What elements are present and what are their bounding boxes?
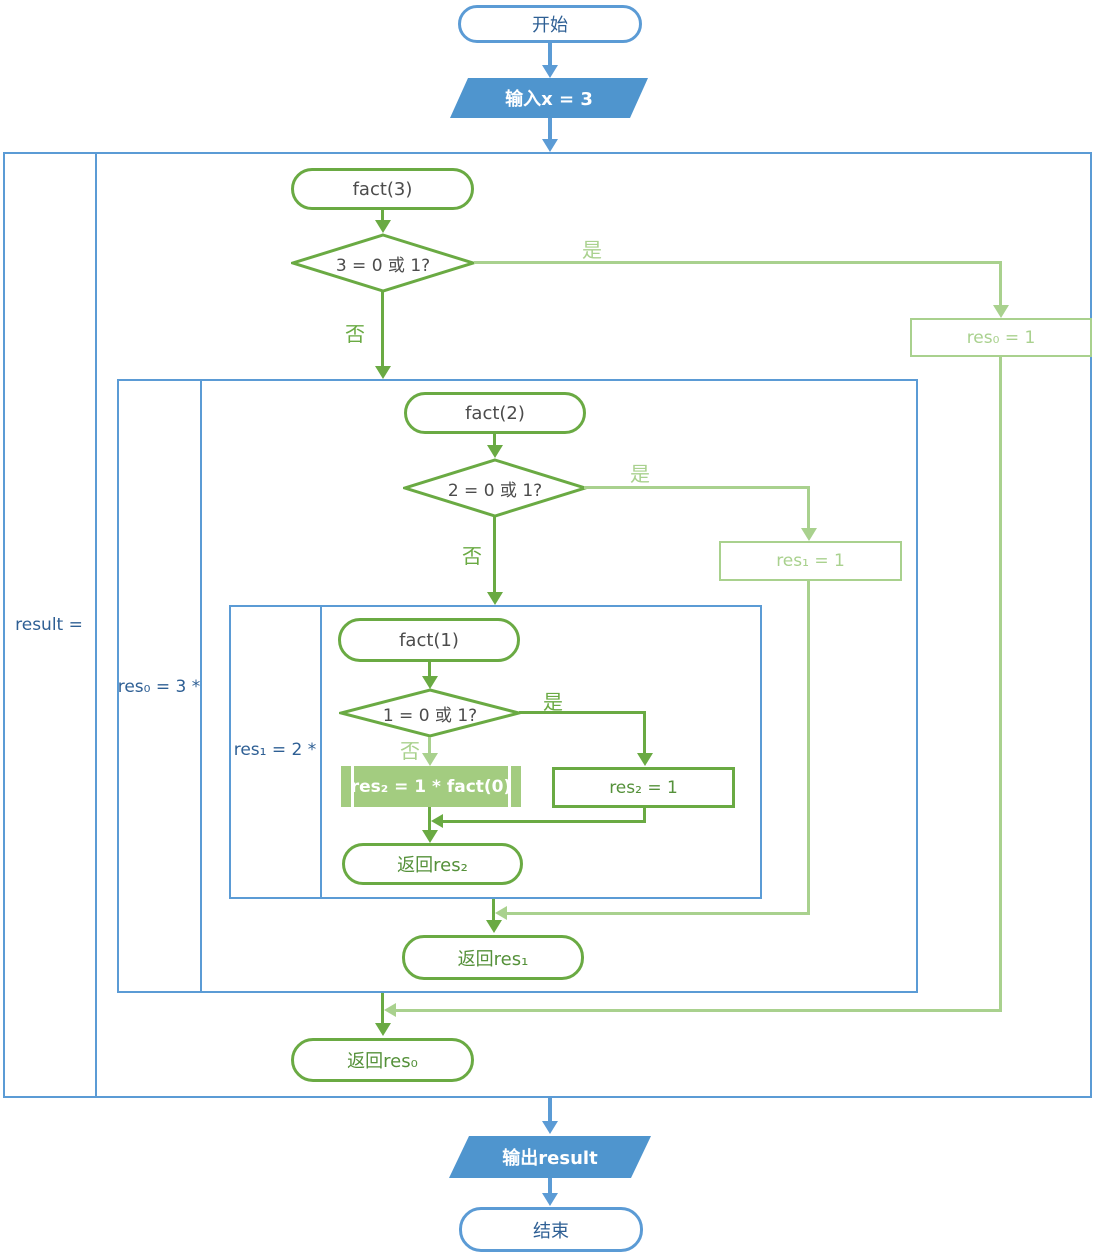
node-fact2: fact(2) [404, 392, 586, 434]
node-output-label: 输出result [502, 1148, 598, 1169]
node-res2-one: res₂ = 1 [552, 767, 735, 808]
connector-cond1-yes-v [643, 711, 646, 754]
arrowhead-into-cond1 [422, 676, 438, 689]
node-end: 结束 [459, 1207, 643, 1252]
decision-cond3-label: 3 = 0 或 1? [335, 255, 431, 276]
connector-output-end [548, 1178, 552, 1194]
connector-cond3-yes-v [999, 261, 1002, 306]
branch-no-1: 否 [462, 544, 482, 568]
node-start: 开始 [458, 5, 642, 43]
arrowhead-into-cond2 [487, 445, 503, 458]
node-return-res0: 返回res₀ [291, 1038, 474, 1082]
node-start-label: 开始 [532, 15, 568, 36]
arrowhead-into-return-res1 [486, 920, 502, 933]
node-res2-one-label: res₂ = 1 [609, 777, 678, 798]
connector-fact1-cond1 [428, 662, 431, 678]
frame-res1-label: res₁ = 2 * [233, 740, 317, 760]
node-fact2-label: fact(2) [465, 402, 525, 424]
arrowhead-into-end [542, 1193, 558, 1206]
node-end-label: 结束 [533, 1220, 569, 1242]
connector-start-input [548, 43, 552, 66]
node-return-res0-label: 返回res₀ [347, 1051, 418, 1072]
node-res1-one: res₁ = 1 [719, 541, 902, 581]
connector-input-frame [548, 118, 552, 140]
connector-res1-return-h [507, 912, 809, 915]
frame-res1-divider [320, 605, 322, 899]
connector-res0-return-h [396, 1009, 1001, 1012]
frame-res0 [117, 379, 918, 993]
branch-no-0: 否 [345, 322, 365, 346]
node-res0-one: res₀ = 1 [910, 318, 1092, 357]
decision-cond3-shape [291, 233, 475, 293]
subproc-bar-right [508, 766, 511, 807]
branch-yes-2: 是 [543, 690, 563, 714]
connector-cond3-yes-h [474, 261, 1002, 264]
frame-result-label: result = [15, 615, 83, 635]
node-input-label: 输入x = 3 [505, 89, 593, 110]
connector-frame-res0-exit [381, 993, 384, 1025]
connector-cond3-no [381, 292, 384, 367]
node-return-res1: 返回res₁ [402, 935, 584, 980]
frame-res1 [229, 605, 762, 899]
frame-res0-label: res₀ = 3 * [117, 677, 201, 697]
decision-cond1-label: 1 = 0 或 1? [382, 705, 478, 726]
branch-yes-0: 是 [582, 238, 602, 262]
node-return-res1-label: 返回res₁ [457, 948, 529, 970]
connector-frame-output [548, 1098, 552, 1122]
node-output: 输出result [449, 1136, 651, 1178]
arrowhead-into-frame-res0 [375, 366, 391, 379]
arrowhead-into-res0one [993, 305, 1009, 318]
arrowhead-into-input [542, 65, 558, 78]
arrowhead-into-output [542, 1121, 558, 1134]
arrowhead-res2-merge [431, 814, 443, 828]
arrowhead-res1-merge [495, 906, 507, 920]
connector-cond2-yes-v [807, 486, 810, 529]
arrowhead-into-return-res0 [375, 1023, 391, 1036]
arrowhead-into-return-res2 [422, 830, 438, 843]
connector-res2one-merge-h [443, 820, 646, 823]
node-res0-one-label: res₀ = 1 [966, 327, 1036, 348]
connector-res0-return-v [999, 357, 1002, 1012]
arrowhead-into-frame-res1 [487, 592, 503, 605]
connector-cond2-no [493, 517, 496, 593]
node-return-res2: 返回res₂ [342, 843, 523, 885]
arrowhead-into-frame [542, 139, 558, 152]
connector-cond2-yes-h [584, 486, 810, 489]
node-input: 输入x = 3 [450, 78, 648, 118]
frame-result [3, 152, 1092, 1098]
node-res2-recurse: res₂ = 1 * fact(0) [341, 766, 521, 807]
frame-res0-divider [200, 379, 202, 993]
node-fact1-label: fact(1) [399, 629, 459, 651]
branch-no-2: 否 [400, 739, 420, 763]
arrowhead-res0-merge [384, 1003, 396, 1017]
arrowhead-into-res1one [801, 528, 817, 541]
connector-res2one-merge-v [643, 808, 646, 822]
arrowhead-into-res2one [637, 753, 653, 766]
connector-frame-res1-exit [492, 899, 495, 921]
decision-cond2-label: 2 = 0 或 1? [447, 480, 543, 501]
arrowhead-into-cond3 [375, 220, 391, 233]
node-fact1: fact(1) [338, 618, 520, 662]
connector-res2recurse-return [428, 807, 431, 831]
connector-cond1-no [428, 737, 431, 754]
node-fact3-label: fact(3) [352, 178, 413, 200]
connector-cond1-yes-h [519, 711, 646, 714]
decision-cond1-shape [339, 688, 521, 738]
node-res2-recurse-label: res₂ = 1 * fact(0) [350, 776, 512, 797]
branch-yes-1: 是 [630, 462, 650, 486]
subproc-bar-left [351, 766, 354, 807]
connector-fact3-cond3 [381, 210, 384, 221]
decision-cond2-shape [403, 458, 587, 518]
frame-result-divider [95, 152, 97, 1098]
node-fact3: fact(3) [291, 168, 474, 210]
node-res1-one-label: res₁ = 1 [776, 551, 845, 571]
connector-res1-return-v [807, 581, 810, 915]
connector-fact2-cond2 [493, 434, 496, 447]
arrowhead-into-res2recurse [422, 753, 438, 766]
node-return-res2-label: 返回res₂ [397, 855, 468, 876]
